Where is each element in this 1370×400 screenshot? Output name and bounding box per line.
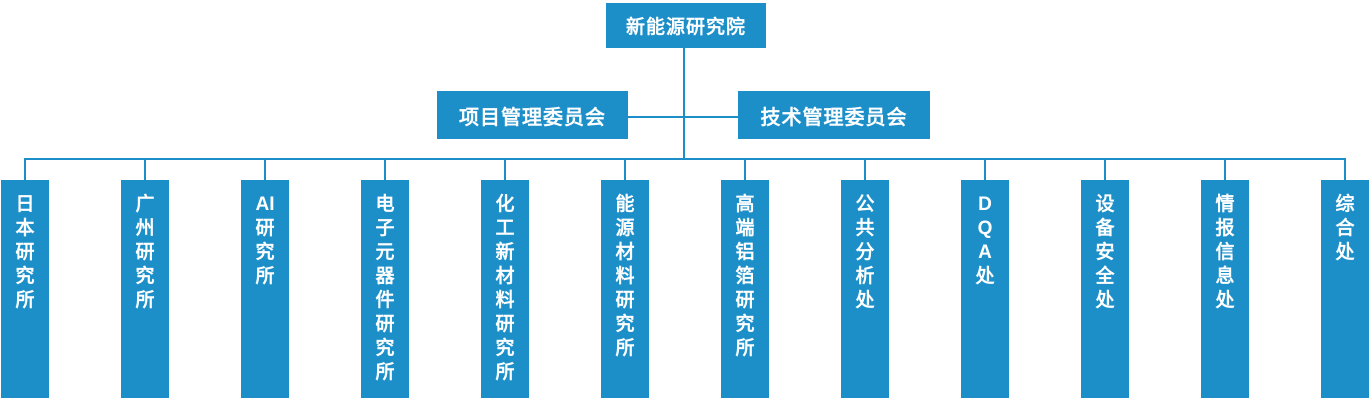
connector-drop [144,158,146,180]
dept-label-char: 所 [255,266,275,287]
dept-label-char: 所 [735,338,755,359]
dept-label-char: 研 [495,314,515,335]
dept-label-char: 析 [855,266,875,287]
dept-label-char: 元 [375,242,395,263]
dept-label-char: 综 [1335,194,1355,215]
dept-node-3: AI 研究所 [241,180,289,398]
dept-label-char: 所 [15,290,35,311]
dept-label-char: Q [977,218,993,239]
connector-drop [24,158,26,180]
dept-label-char: 料 [615,266,635,287]
dept-label-char: 处 [1095,290,1115,311]
dept-label-char: 能 [615,194,635,215]
dept-label-char: 广 [135,194,155,215]
dept-label-char: 箔 [735,266,755,287]
dept-label-char: 究 [495,338,515,359]
dept-label-char: 新 [495,242,515,263]
dept-label-char: AI [255,194,275,215]
committee-label: 技术管理委员会 [760,106,908,129]
dept-node-8: 公共分析处 [841,180,889,398]
dept-label-char: 化 [495,194,515,215]
dept-label-char: 处 [855,290,875,311]
dept-label-char: 电 [375,194,395,215]
dept-label-char: 究 [255,242,275,263]
connector-drop [264,158,266,180]
connector-rail [24,158,1346,160]
dept-label-char: 处 [975,266,995,287]
dept-node-1: 日本研究所 [1,180,49,398]
connector-drop [504,158,506,180]
dept-label-char: 件 [375,290,395,311]
connector-committee-link [628,116,738,118]
dept-label-char: 端 [735,218,755,239]
connector-drop [864,158,866,180]
dept-label-char: 铝 [735,242,755,263]
committee-label: 项目管理委员会 [459,106,606,129]
connector-drop [744,158,746,180]
dept-label-char: 究 [135,266,155,287]
dept-label-char: 共 [855,218,875,239]
connector-drop [984,158,986,180]
dept-label-char: 研 [375,314,395,335]
dept-label-char: 安 [1095,242,1115,263]
dept-node-11: 情报信息处 [1201,180,1249,398]
dept-label-char: 情 [1215,194,1235,215]
dept-node-10: 设备安全处 [1081,180,1129,398]
dept-label-char: 公 [855,194,875,215]
dept-node-5: 化工新材料研究所 [481,180,529,398]
connector-drop [384,158,386,180]
dept-label-char: 所 [375,362,395,383]
dept-label-char: 器 [375,266,395,287]
dept-label-char: 信 [1215,242,1235,263]
dept-label-char: 合 [1335,218,1355,239]
dept-label-char: 究 [615,314,635,335]
dept-label-char: 报 [1215,218,1235,239]
dept-label-char: 研 [135,242,155,263]
dept-label-char: 所 [495,362,515,383]
dept-label-char: 备 [1095,218,1115,239]
dept-label-char: 研 [615,290,635,311]
dept-label-char: 究 [375,338,395,359]
connector-drop [624,158,626,180]
dept-label-char: 设 [1095,194,1115,215]
connector-drop [1104,158,1106,180]
dept-label-char: 州 [135,218,155,239]
dept-label-char: D [978,194,992,215]
dept-node-2: 广州研究所 [121,180,169,398]
dept-label-char: 日 [15,194,35,215]
dept-label-char: 子 [375,218,395,239]
root-node-label: 新能源研究院 [625,17,746,38]
dept-node-4: 电子元器件研究所 [361,180,409,398]
committee-node-project-management: 项目管理委员会 [437,91,628,139]
dept-label-char: 究 [735,314,755,335]
connector-drop [1224,158,1226,180]
dept-label-char: 全 [1095,266,1115,287]
dept-label-char: 材 [495,266,515,287]
dept-label-char: 处 [1335,242,1355,263]
connector-drop [1344,158,1346,180]
dept-node-7: 高端铝箔研究所 [721,180,769,398]
dept-label-char: 究 [15,266,35,287]
dept-label-char: 处 [1215,290,1235,311]
dept-label-char: 工 [495,218,515,239]
dept-label-char: 研 [15,242,35,263]
dept-label-char: 分 [855,242,875,263]
dept-node-12: 综合处 [1321,180,1369,398]
dept-label-char: 研 [255,218,275,239]
dept-label-char: 本 [15,218,35,239]
dept-label-char: 所 [615,338,635,359]
dept-label-char: 研 [735,290,755,311]
root-node: 新能源研究院 [606,3,766,48]
dept-label-char: 所 [135,290,155,311]
dept-label-char: 高 [735,194,755,215]
dept-label-char: 料 [495,290,515,311]
dept-label-char: 源 [615,218,635,239]
dept-label-char: 材 [615,242,635,263]
dept-label-char: 息 [1215,266,1235,287]
committee-node-technology-management: 技术管理委员会 [738,91,930,139]
dept-label-char: A [978,242,992,263]
connector-trunk [683,48,685,158]
dept-node-6: 能源材料研究所 [601,180,649,398]
